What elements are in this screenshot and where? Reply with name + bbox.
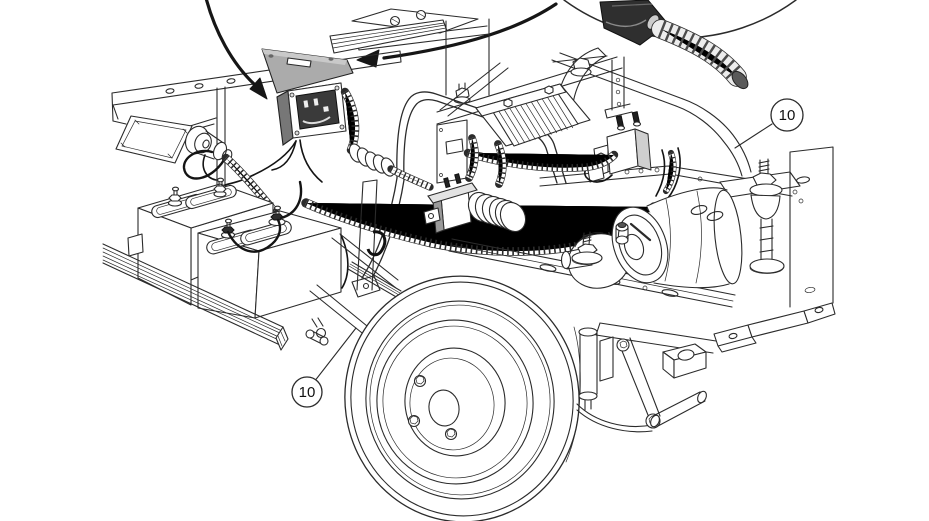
callout-left: 10 <box>291 327 357 408</box>
callout-label: 10 <box>779 107 796 124</box>
drive-motor <box>611 187 743 289</box>
striped-frame-rail <box>102 233 289 351</box>
wire-harness <box>306 138 681 251</box>
motor-mount-bushing <box>749 158 785 274</box>
shock-absorber <box>578 327 598 411</box>
charger-receptacle-bracket <box>115 115 233 181</box>
receptacle-cover <box>261 48 354 94</box>
brush-cap <box>615 222 652 245</box>
coiled-cord <box>345 92 430 187</box>
p-clamp <box>366 230 387 257</box>
battery-cables <box>226 180 349 289</box>
arrow-top-to-receptacle <box>204 0 268 100</box>
rail-bolt-left <box>453 82 471 104</box>
callout-balloon <box>291 376 323 408</box>
battery-terminal <box>213 177 227 198</box>
wheel-rim <box>376 319 534 485</box>
battery-right <box>197 180 349 319</box>
striped-rail-rear <box>347 261 402 299</box>
mounting-bracket <box>713 302 836 353</box>
spring-shackle <box>305 329 329 346</box>
rail-junction-bolt <box>570 57 592 77</box>
arrowhead-left-icon <box>356 49 380 68</box>
wire-plug-detail <box>599 0 669 46</box>
detail-balloon <box>563 0 797 90</box>
frame-channel-right <box>789 146 834 308</box>
frame-posts-braces <box>305 179 402 346</box>
rear-support-plate <box>604 56 633 119</box>
rear-wheel <box>344 275 581 521</box>
callout-right: 10 <box>734 98 804 149</box>
hitch-block <box>662 343 707 379</box>
solenoid-left <box>423 173 527 234</box>
seat-rail-striped <box>329 18 490 96</box>
hub-center-hole <box>428 389 460 427</box>
battery-terminal <box>167 186 183 207</box>
speed-controller-heatsink <box>475 83 591 147</box>
coiled-hose-detail <box>661 29 749 90</box>
lug-nut <box>413 374 427 388</box>
arrow-balloon-to-receptacle <box>356 2 558 68</box>
arrowhead-down-icon <box>249 77 268 100</box>
callout-leader-line <box>313 327 357 383</box>
battery-terminal <box>220 218 236 239</box>
mount-bolt-washer <box>571 231 603 265</box>
callout-label: 10 <box>299 384 316 401</box>
callout-leader-line <box>734 123 773 149</box>
callout-balloon <box>770 98 804 132</box>
lug-nut <box>444 427 458 441</box>
lug-nut <box>407 414 421 428</box>
solenoid-right <box>584 111 652 183</box>
suspension-linkage <box>576 336 707 433</box>
coil-spring <box>467 191 527 233</box>
charging-receptacle-box <box>219 82 347 189</box>
electronics-panel <box>436 119 468 184</box>
